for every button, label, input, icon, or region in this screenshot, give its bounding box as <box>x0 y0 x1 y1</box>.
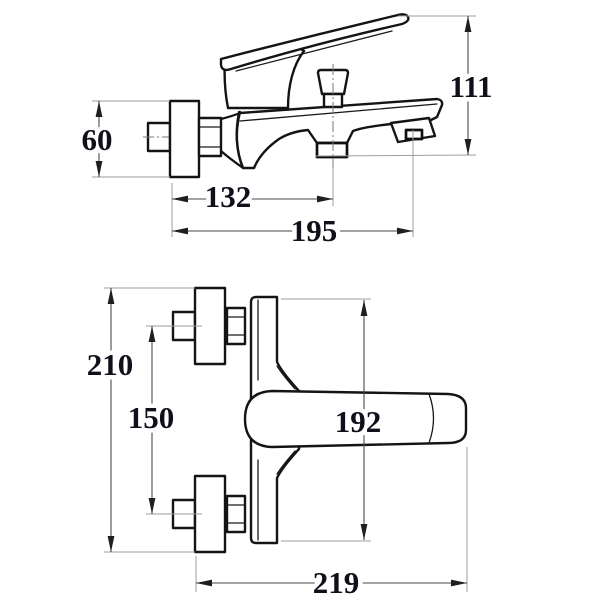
union-nut <box>197 116 223 158</box>
dim-label-219: 219 <box>313 565 360 600</box>
arrow-up <box>95 101 103 117</box>
dim-body-length: 192 <box>281 298 386 542</box>
dim-wall-to-outlet: 132 <box>171 175 333 237</box>
handle-underline <box>235 30 393 72</box>
arrow-left <box>172 227 188 235</box>
nut-facets <box>198 126 222 148</box>
arrow-down <box>95 161 103 177</box>
handshower-outlet <box>315 141 349 159</box>
arrow-right <box>451 579 467 587</box>
body-slab-details <box>257 299 296 541</box>
diverter-foot-port <box>404 128 424 141</box>
spout-top-band <box>239 103 438 122</box>
arrow-down <box>464 139 472 155</box>
arrow-left <box>196 579 212 587</box>
arrow-up <box>360 300 368 316</box>
escutcheon <box>168 99 201 179</box>
arrow-right <box>317 195 333 203</box>
arrow-down <box>360 524 368 540</box>
cone-bell <box>219 110 245 170</box>
lever-handle-blade <box>219 13 410 72</box>
arrow-down <box>107 536 115 552</box>
dim-label-150: 150 <box>128 400 175 435</box>
arrow-down <box>148 498 156 514</box>
dim-label-111: 111 <box>449 69 492 104</box>
arrow-up <box>464 16 472 32</box>
plan-view <box>146 286 468 554</box>
side-view <box>143 13 444 206</box>
nut-facets-top <box>226 316 246 336</box>
union-nut-bottom <box>225 494 247 534</box>
dim-overall-height: 111 <box>315 15 497 157</box>
dim-label-132: 132 <box>205 179 252 214</box>
diverter-knob <box>316 68 350 96</box>
arrow-up <box>148 326 156 342</box>
arrow-right <box>397 227 413 235</box>
dim-label-195: 195 <box>291 213 338 248</box>
arrow-up <box>107 288 115 304</box>
dim-escutcheon-diameter: 60 <box>77 100 170 178</box>
dim-overall-width: 210 <box>82 287 195 553</box>
dim-label-192: 192 <box>335 404 382 439</box>
dim-wall-to-diverter: 195 <box>172 130 414 253</box>
spout-endcap-arc <box>428 393 435 444</box>
dim-overall-length: 219 <box>195 447 468 600</box>
dim-label-210: 210 <box>87 347 134 382</box>
arrow-left <box>172 195 188 203</box>
union-nut-top <box>225 306 247 346</box>
dim-connection-centers: 150 <box>123 326 179 514</box>
spout-plan <box>243 389 468 449</box>
nut-facets-bottom <box>226 504 246 524</box>
dim-label-60: 60 <box>82 122 113 157</box>
